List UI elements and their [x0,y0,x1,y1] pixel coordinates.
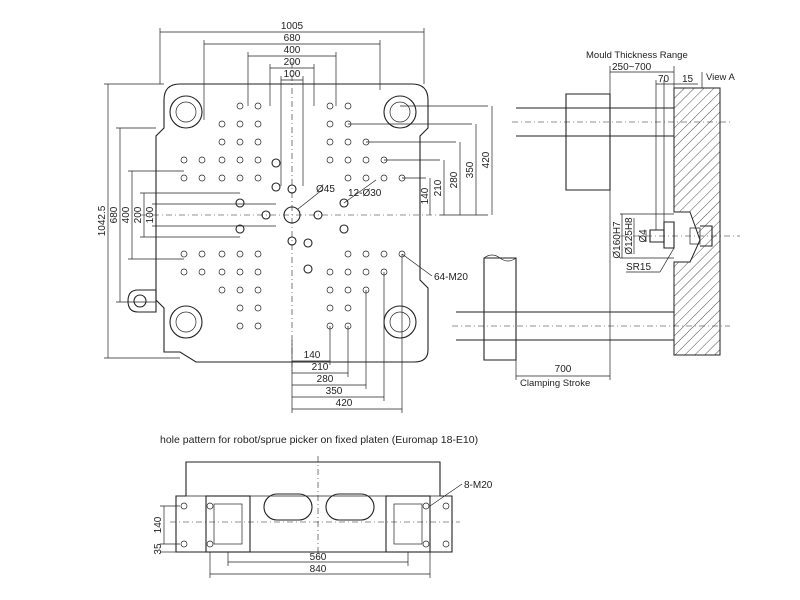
dim-1005: 1005 [281,21,304,32]
dim-680-top: 680 [284,33,301,44]
label-8m20: 8-M20 [464,480,493,491]
dim-15: 15 [682,74,694,85]
fixed-platen-section [673,87,721,356]
left-dimensions [104,83,276,359]
dim-100-left: 100 [145,206,156,223]
dim-100-top: 100 [284,69,301,80]
dim-200-top: 200 [284,57,301,68]
dim-35-robot: 35 [153,543,164,555]
label-clamping-stroke: Clamping Stroke [520,378,590,389]
label-view-a: View A [706,72,736,83]
dim-400-left: 400 [121,206,132,223]
label-sr15: SR15 [626,262,651,273]
robot-hole-pattern: hole pattern for robot/sprue picker on f… [153,434,493,578]
dim-400-top: 400 [284,45,301,56]
dim-680-left: 680 [109,206,120,223]
robot-pattern-title: hole pattern for robot/sprue picker on f… [160,434,478,446]
hole-grid-lower-left [180,250,262,330]
label-250-700: 250~700 [612,62,652,73]
dim-280-right: 280 [449,171,460,188]
dim-420-right: 420 [481,151,492,168]
dim-d160h7: Ø160H7 [612,221,623,259]
dim-d4: Ø4 [638,229,649,243]
platen-front-view: 1005 680 400 200 100 1042.5 680 400 200 … [97,21,493,413]
dim-350-right: 350 [465,161,476,178]
dim-140-right: 140 [420,187,431,204]
dim-d125h8: Ø125H8 [624,217,635,255]
label-d45: Ø45 [316,184,335,195]
bottom-dimensions [291,254,403,413]
dim-700: 700 [555,364,572,375]
dim-420-bottom: 420 [336,398,353,409]
top-dimensions [159,28,425,186]
dim-140-bottom: 140 [304,350,321,361]
right-dimensions [348,105,493,216]
dim-1042-5: 1042.5 [97,205,108,236]
dim-210-right: 210 [433,179,444,196]
dim-280-bottom: 280 [317,374,334,385]
dim-840: 840 [310,564,327,575]
label-mould-thickness-range: Mould Thickness Range [586,50,688,61]
dim-200-left: 200 [133,206,144,223]
dim-70: 70 [658,74,670,85]
hole-grid-upper-left [180,102,262,182]
dim-210-bottom: 210 [312,362,329,373]
label-64m20: 64-M20 [434,272,468,283]
dim-560: 560 [310,552,327,563]
dim-140-robot: 140 [153,516,164,533]
side-view: Mould Thickness Range 250~700 70 15 View… [452,50,740,389]
label-12xd30: 12-Ø30 [348,188,382,199]
dim-350-bottom: 350 [326,386,343,397]
